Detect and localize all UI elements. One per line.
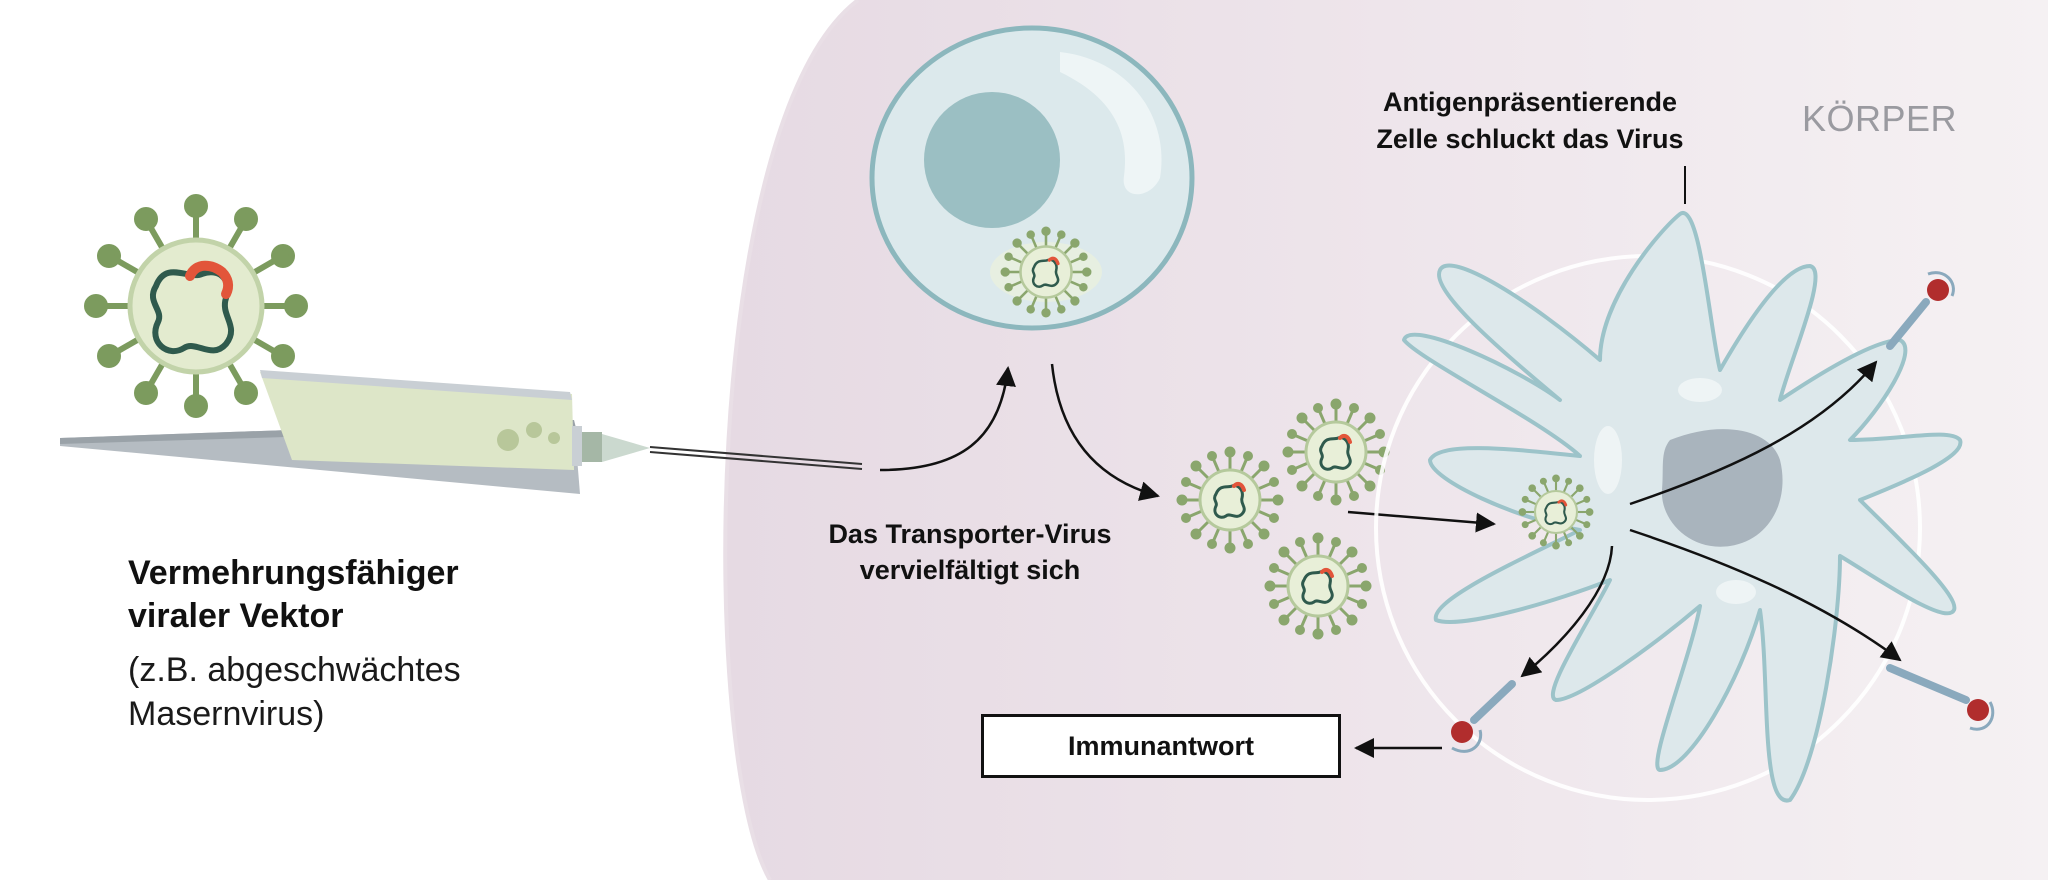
dendritic-cell-icon [1374,211,1963,803]
cell-icon [869,25,1195,331]
apc-label: Antigenpräsentierende Zelle schluckt das… [1376,87,1684,154]
presentation-arrow [1629,360,1878,506]
antigen-receptor-icon [1886,271,1955,350]
release-arrow [1050,363,1160,501]
immune-response-box: Immunantwort [981,714,1341,778]
vector-note: (z.B. abgeschwächtes Masernvirus) [128,651,461,733]
antigen-receptor-icon [1451,680,1516,753]
replication-label: Das Transporter-Virus vervielfältigt sic… [828,519,1112,585]
syringe-icon [60,370,863,494]
vector-title: Vermehrungsfähiger viraler Vektor [128,554,459,635]
body-label: KÖRPER [1802,98,1958,139]
virus-icon [84,194,308,418]
infection-arrow [879,366,1016,472]
antigen-receptor-icon [1886,664,1995,731]
presentation-arrow [1520,545,1614,678]
presentation-arrow [1629,528,1902,662]
uptake-arrow [1347,510,1496,533]
